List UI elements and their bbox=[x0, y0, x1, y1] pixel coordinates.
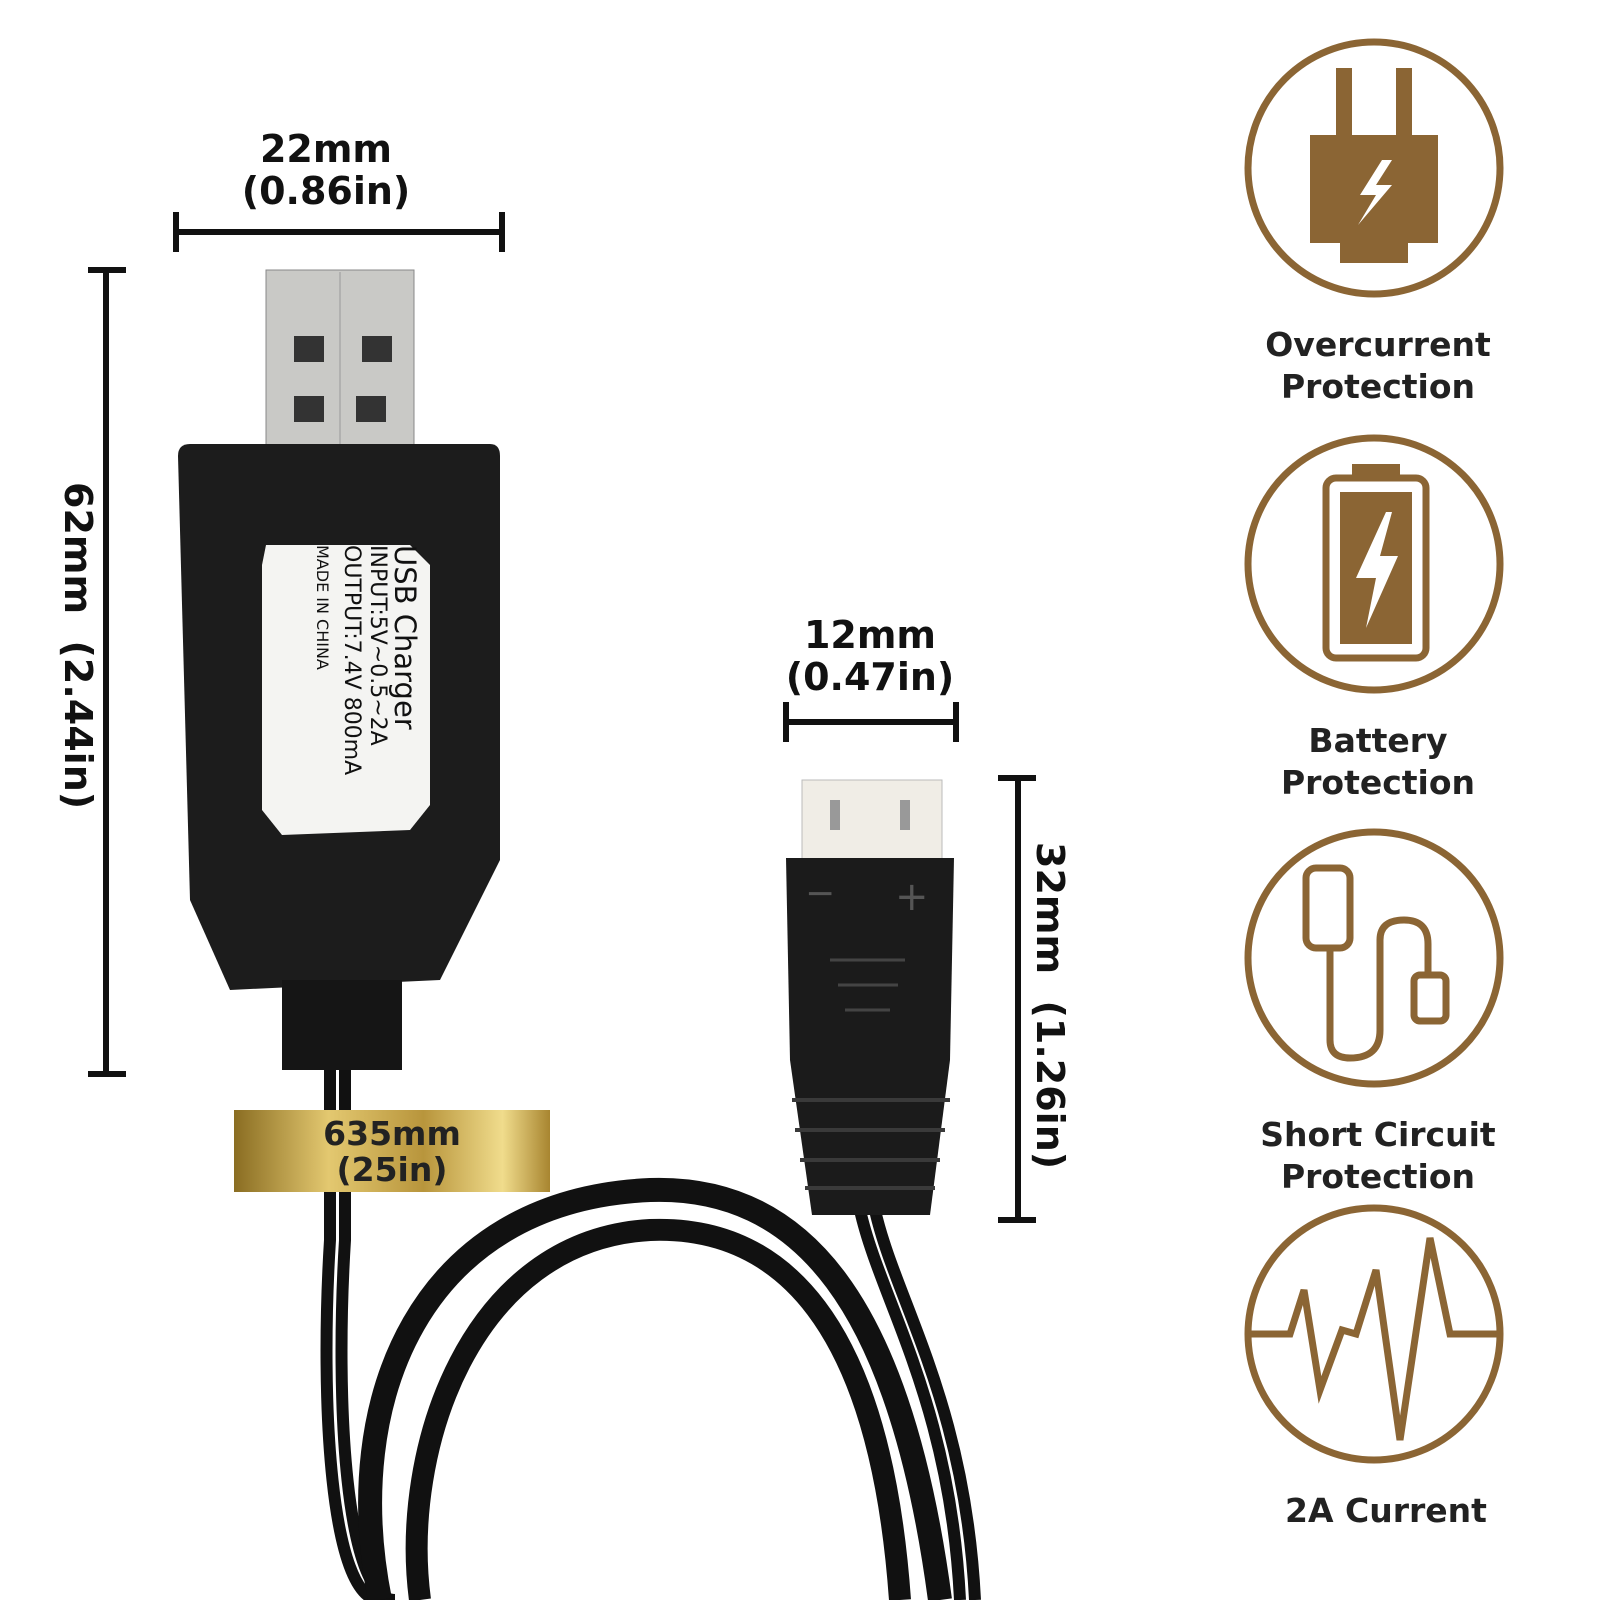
feature-short-circuit: Short Circuit Protection bbox=[1218, 1114, 1538, 1198]
usb-connector bbox=[178, 269, 500, 1070]
charger-label: USB Charger INPUT:5V~0.5~2A OUTPUT:7.4V … bbox=[262, 545, 432, 835]
cable-length-banner: 635mm (25in) bbox=[234, 1110, 550, 1192]
plug-width-dimension: 12mm (0.47in) bbox=[770, 614, 970, 698]
label-origin: MADE IN CHINA bbox=[313, 545, 332, 670]
cable bbox=[320, 1070, 981, 1600]
feature-overcurrent: Overcurrent Protection bbox=[1218, 324, 1538, 408]
usb-length-mm: 62mm bbox=[56, 482, 100, 615]
feature-line: Protection bbox=[1280, 1157, 1476, 1196]
plug-length-in: (1.26in) bbox=[1028, 1000, 1072, 1170]
usb-length-in: (2.44in) bbox=[56, 640, 100, 810]
plug-width-in: (0.47in) bbox=[785, 655, 955, 699]
feature-current: 2A Current bbox=[1226, 1490, 1546, 1532]
dimension-lines bbox=[88, 212, 1036, 1223]
feature-line: Protection bbox=[1280, 763, 1476, 802]
feature-line: Protection bbox=[1280, 367, 1476, 406]
waveform-icon bbox=[1244, 1204, 1504, 1464]
plug-length-mm: 32mm bbox=[1028, 842, 1072, 975]
plug-bolt-icon bbox=[1244, 38, 1504, 298]
usb-width-in: (0.86in) bbox=[241, 169, 411, 213]
plug-length-dimension: 32mm (1.26in) bbox=[1028, 842, 1072, 1182]
jst-connector: − + bbox=[786, 779, 954, 1215]
usb-width-mm: 22mm bbox=[259, 127, 393, 171]
cable-length-mm: 635mm bbox=[323, 1114, 461, 1153]
usb-length-dimension: 62mm (2.44in) bbox=[56, 482, 100, 822]
cable-icon bbox=[1244, 828, 1504, 1088]
label-output: OUTPUT:7.4V 800mA bbox=[339, 545, 364, 776]
feature-line: Battery bbox=[1308, 721, 1448, 760]
svg-text:−: − bbox=[805, 873, 835, 914]
usb-width-dimension: 22mm (0.86in) bbox=[226, 128, 426, 212]
label-title: USB Charger bbox=[388, 545, 422, 730]
cable-length-in: (25in) bbox=[336, 1150, 448, 1189]
feature-line: Overcurrent bbox=[1265, 325, 1491, 364]
label-input: INPUT:5V~0.5~2A bbox=[365, 545, 390, 746]
feature-battery: Battery Protection bbox=[1218, 720, 1538, 804]
svg-text:+: + bbox=[895, 874, 929, 920]
battery-bolt-icon bbox=[1244, 434, 1504, 694]
feature-line: Short Circuit bbox=[1260, 1115, 1496, 1154]
plug-width-mm: 12mm bbox=[803, 613, 937, 657]
feature-line: 2A Current bbox=[1285, 1491, 1487, 1530]
